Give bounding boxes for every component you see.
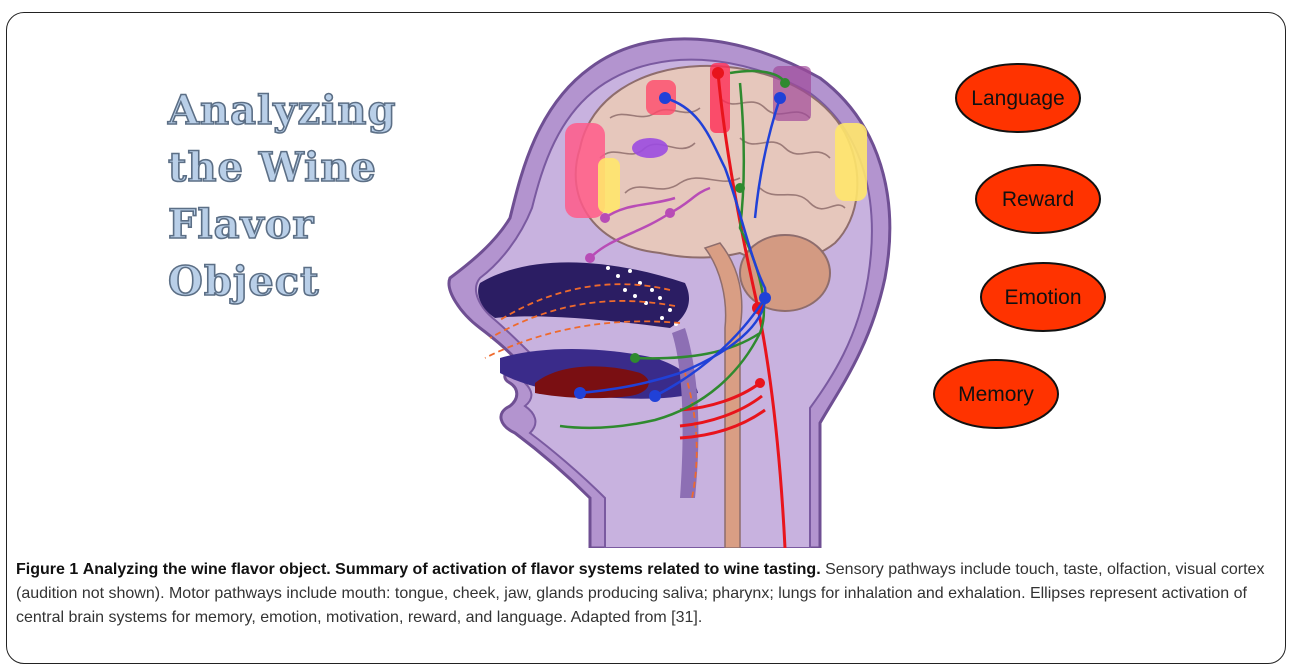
- ellipse-label: Memory: [958, 383, 1034, 406]
- head-illustration: Language Reward Emotion Memory: [440, 28, 1280, 548]
- insula-area: [632, 138, 668, 158]
- figure-caption: Figure 1 Analyzing the wine flavor objec…: [16, 558, 1278, 630]
- cerebellum: [740, 235, 830, 311]
- caption-title: Analyzing the wine flavor object. Summar…: [83, 561, 821, 578]
- ellipse-reward: Reward: [976, 165, 1100, 233]
- figure-label: Figure 1: [16, 561, 78, 578]
- ellipse-memory: Memory: [934, 360, 1058, 428]
- ellipse-label: Reward: [1002, 188, 1074, 211]
- olfactory-area: [598, 158, 620, 213]
- ellipse-label: Emotion: [1004, 286, 1081, 309]
- ellipse-language: Language: [956, 64, 1080, 132]
- visual-cortex-area: [835, 123, 867, 201]
- ellipse-emotion: Emotion: [981, 263, 1105, 331]
- ellipse-label: Language: [971, 87, 1064, 110]
